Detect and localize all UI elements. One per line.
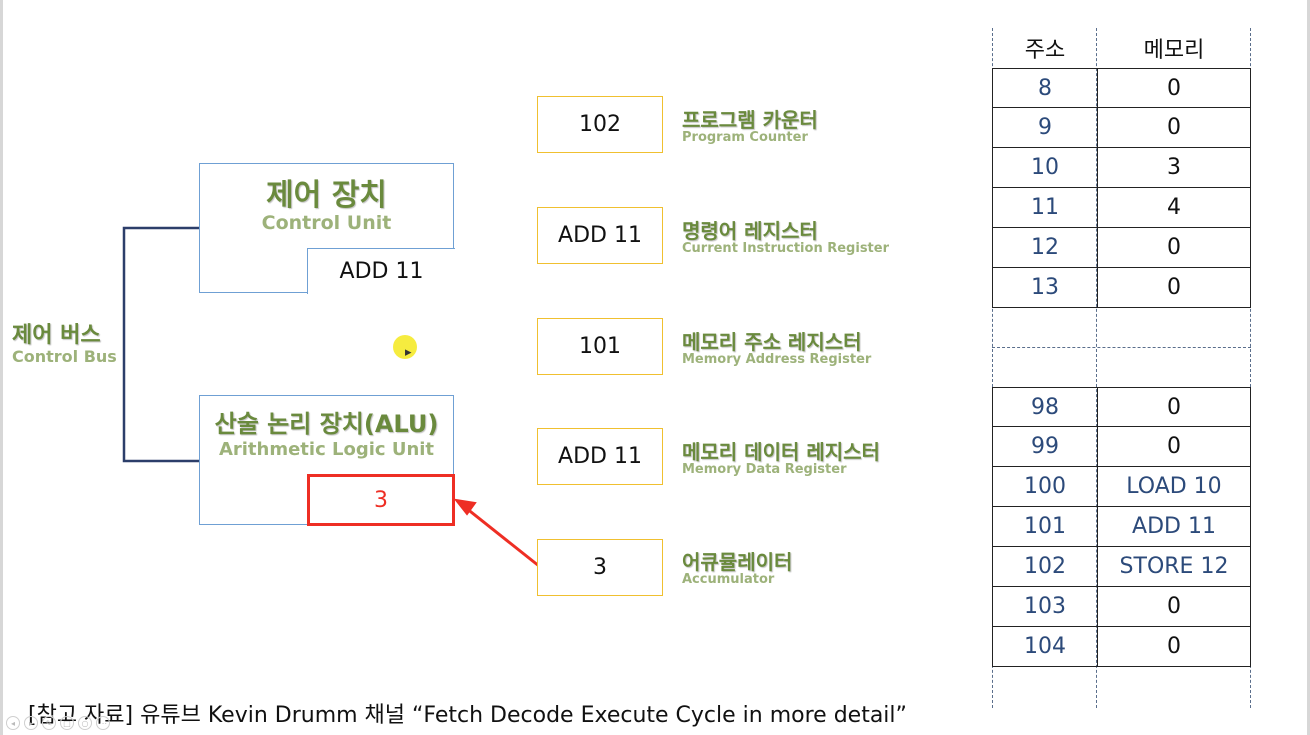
right-edge [1307, 0, 1310, 735]
memory-value: 4 [1167, 195, 1181, 220]
prev-icon[interactable]: ◂ [6, 716, 20, 730]
memory-value: 0 [1167, 75, 1181, 101]
memory-value: LOAD 10 [1126, 474, 1222, 499]
memory-value: 0 [1167, 235, 1181, 260]
reference-footer: [참고 자료] 유튜브 Kevin Drumm 채널 “Fetch Decode… [28, 703, 907, 728]
program-counter-subtitle: Program Counter [682, 130, 808, 145]
memory-value: 0 [1167, 634, 1181, 659]
memory-row: 13 0 [992, 268, 1251, 308]
instruction-register-subtitle: Current Instruction Register [682, 241, 889, 256]
memory-dash-mid [1096, 28, 1097, 708]
accumulator-value: 3 [593, 555, 607, 580]
memory-address: 9 [993, 108, 1098, 147]
alu-arrow-line [465, 506, 540, 568]
instruction-register-title: 명령어 레지스터 [682, 219, 818, 243]
control-unit-subtitle: Control Unit [261, 212, 392, 234]
mouse-pointer-icon: ▸ [405, 345, 412, 360]
memory-dash-left [992, 28, 993, 708]
control-unit-box: 제어 장치 Control Unit ADD 11 [199, 163, 455, 294]
control-unit-value-box: ADD 11 [307, 248, 455, 294]
pages-icon[interactable]: □ [60, 716, 74, 730]
accumulator-box: 3 [537, 539, 663, 596]
memory-address: 100 [993, 467, 1098, 506]
memory-value: 0 [1167, 594, 1181, 619]
memory-dash-right [1250, 28, 1251, 708]
memory-address: 101 [993, 507, 1098, 546]
memory-value: STORE 12 [1119, 554, 1229, 579]
memory-data-register-title: 메모리 데이터 레지스터 [682, 440, 880, 464]
memory-value: 0 [1167, 115, 1181, 140]
bus-line [122, 226, 200, 463]
memory-row: 102 STORE 12 [992, 547, 1251, 587]
more-icon[interactable]: ⋯ [96, 716, 110, 730]
program-counter-box: 102 [537, 96, 663, 153]
memory-row: 10 3 [992, 148, 1251, 188]
memory-value: 3 [1167, 155, 1181, 180]
memory-address: 98 [993, 388, 1098, 426]
alu-value: 3 [374, 487, 388, 513]
memory-header-memory: 메모리 [1143, 38, 1205, 63]
memory-dash-gap [992, 347, 1251, 348]
memory-value: 0 [1167, 394, 1181, 420]
memory-address-register-subtitle: Memory Address Register [682, 352, 872, 367]
pointer-highlight [393, 335, 417, 359]
alu-arrow-head [453, 498, 477, 516]
memory-address: 13 [993, 268, 1098, 307]
control-bus-subtitle: Control Bus [12, 347, 117, 366]
memory-header-address: 주소 [1024, 38, 1066, 63]
instruction-register-box: ADD 11 [537, 207, 663, 264]
memory-data-register-subtitle: Memory Data Register [682, 462, 847, 477]
memory-value: ADD 11 [1132, 514, 1216, 539]
memory-address-register-title: 메모리 주소 레지스터 [682, 330, 862, 354]
memory-address: 12 [993, 228, 1098, 267]
memory-row: 11 4 [992, 188, 1251, 228]
memory-row: 103 0 [992, 587, 1251, 627]
program-counter-title: 프로그램 카운터 [682, 108, 818, 132]
memory-row: 99 0 [992, 427, 1251, 467]
memory-address: 99 [993, 427, 1098, 466]
alu-value-box: 3 [307, 474, 455, 526]
control-bus-title: 제어 버스 [12, 323, 101, 348]
zoom-icon[interactable]: ○ [78, 716, 92, 730]
memory-address-register-value: 101 [579, 334, 621, 359]
instruction-register-value: ADD 11 [558, 223, 642, 248]
memory-value: 0 [1167, 275, 1181, 300]
memory-row: 104 0 [992, 627, 1251, 667]
next-icon[interactable]: ▸ [24, 716, 38, 730]
memory-value: 0 [1167, 434, 1181, 459]
memory-row: 100 LOAD 10 [992, 467, 1251, 507]
memory-row: 101 ADD 11 [992, 507, 1251, 547]
program-counter-value: 102 [579, 112, 621, 137]
control-unit-title: 제어 장치 [266, 178, 387, 213]
alu-title: 산술 논리 장치(ALU) [214, 410, 439, 438]
player-controls[interactable]: ◂ ▸ ✎ □ ○ ⋯ [6, 716, 110, 730]
alu-subtitle: Arithmetic Logic Unit [218, 439, 435, 460]
memory-data-register-box: ADD 11 [537, 428, 663, 485]
memory-address: 104 [993, 627, 1098, 666]
accumulator-title: 어큐뮬레이터 [682, 550, 793, 574]
memory-row: 98 0 [992, 387, 1251, 427]
memory-address: 8 [993, 69, 1098, 107]
pen-icon[interactable]: ✎ [42, 716, 56, 730]
memory-address-register-box: 101 [537, 318, 663, 375]
left-edge [0, 0, 3, 735]
memory-address: 11 [993, 188, 1098, 227]
accumulator-subtitle: Accumulator [682, 572, 775, 587]
memory-data-register-value: ADD 11 [558, 444, 642, 469]
memory-row: 12 0 [992, 228, 1251, 268]
control-unit-value: ADD 11 [339, 259, 424, 284]
memory-address: 102 [993, 547, 1098, 586]
memory-address: 103 [993, 587, 1098, 626]
memory-address: 10 [993, 148, 1098, 187]
